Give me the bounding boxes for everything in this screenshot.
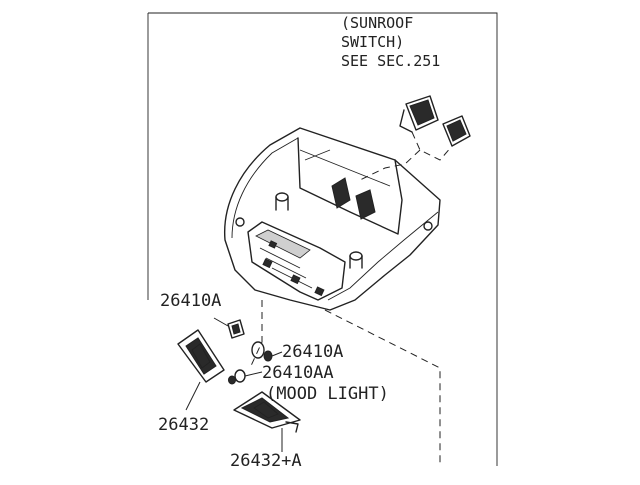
- bulb-26410A-right: [251, 341, 283, 362]
- lens-26432A: [233, 391, 301, 452]
- bulb-26410AA: [228, 369, 263, 385]
- sunroof-note-line3: SEE SEC.251: [341, 52, 440, 70]
- overhead-console-housing: [223, 127, 441, 311]
- sunroof-note-line1: (SUNROOF: [341, 14, 413, 32]
- callout-26432: 26432: [158, 415, 209, 435]
- callout-mood-light: (MOOD LIGHT): [266, 384, 389, 404]
- callout-26410AA: 26410AA: [262, 363, 334, 383]
- lens-26432: [177, 329, 225, 411]
- bulb-26410A-left: [213, 317, 245, 339]
- diagram-frame: [147, 12, 498, 466]
- bulb-dashed-leader: [249, 300, 263, 369]
- callout-26410A-left: 26410A: [160, 291, 221, 311]
- callout-26432A: 26432+A: [230, 451, 302, 471]
- callout-26410A-right: 26410A: [282, 342, 343, 362]
- sunroof-switch-part-b: [442, 115, 471, 147]
- sunroof-switch-leaders: [359, 131, 453, 181]
- lower-dashed-leader: [324, 309, 441, 466]
- sunroof-switch-note: (SUNROOF SWITCH) SEE SEC.251: [341, 14, 440, 70]
- sunroof-switch-part-a: [399, 95, 439, 133]
- sunroof-note-line2: SWITCH): [341, 33, 404, 51]
